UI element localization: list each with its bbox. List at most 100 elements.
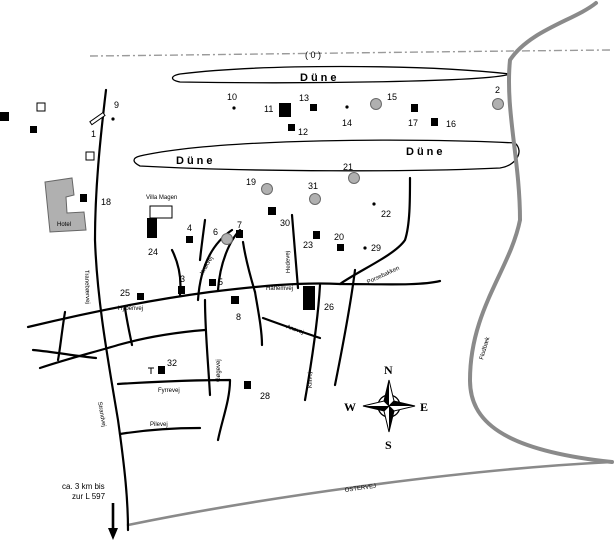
- label-klitvej: Klitvej: [307, 372, 314, 388]
- border-marker: ( 0 ): [305, 50, 321, 60]
- gray-circle: [370, 98, 382, 110]
- number-6: 6: [213, 227, 218, 237]
- compass-rose: N S E W: [344, 363, 428, 452]
- dune-middle-left-label: Düne: [176, 155, 216, 167]
- building: [147, 218, 157, 238]
- road-east: [333, 268, 357, 387]
- number-12: 12: [298, 127, 308, 137]
- road-small-d: [198, 218, 207, 262]
- open-square-2: [85, 151, 95, 161]
- buildings: [0, 103, 438, 389]
- dot: [111, 117, 115, 121]
- building: [0, 112, 9, 121]
- road-small-b: [241, 240, 257, 294]
- compass-east-fill: [389, 401, 415, 406]
- label-harlemvej: Harlemvej: [266, 286, 293, 292]
- building: [313, 231, 320, 239]
- dot: [363, 246, 367, 250]
- dune-top-label: Düne: [300, 72, 340, 84]
- label-porsebakken: Porsebakken: [366, 266, 400, 286]
- number-9: 9: [114, 100, 119, 110]
- villa-magen: [149, 205, 173, 219]
- label-gogevej: Gøgevej: [216, 359, 222, 382]
- road-southwest: [38, 328, 207, 370]
- gray-circle: [221, 233, 233, 245]
- road-hybenvej: [26, 279, 442, 329]
- road-fyrrevej: [116, 378, 232, 442]
- gray-circles: [221, 98, 504, 245]
- label-fyrrevej: Fyrrevej: [158, 388, 180, 394]
- label-pilevej: Pilevej: [150, 422, 168, 428]
- dots: [111, 105, 376, 250]
- hotel-building: [44, 177, 87, 233]
- compass-south-fill: [389, 406, 394, 432]
- building: [236, 230, 243, 238]
- number-25: 25: [120, 288, 130, 298]
- building: [310, 104, 317, 111]
- building: [137, 293, 144, 300]
- dune-middle: [133, 139, 520, 172]
- number-11: 11: [264, 104, 273, 114]
- number-16: 16: [446, 119, 456, 129]
- compass-north-fill: [384, 380, 389, 406]
- number-5: 5: [218, 277, 223, 287]
- label-hedevej: Hedevej: [285, 251, 292, 273]
- gray-circle: [309, 193, 321, 205]
- road-west: [31, 348, 98, 360]
- number-22: 22: [381, 209, 391, 219]
- number-32: 32: [167, 358, 177, 368]
- number-15: 15: [387, 92, 397, 102]
- road-sw-spur2: [123, 306, 134, 347]
- arrow-down-icon: [108, 503, 118, 540]
- number-1: 1: [91, 129, 96, 139]
- dune-middle-right-label: Düne: [406, 146, 446, 158]
- dot: [232, 106, 236, 110]
- road-ostervej: [126, 460, 614, 527]
- road-south-a: [253, 290, 264, 347]
- building: [80, 194, 87, 202]
- compass-n: N: [384, 363, 393, 377]
- number-10: 10: [227, 92, 237, 102]
- building: [279, 103, 291, 117]
- building: [288, 124, 295, 131]
- border-line: [89, 49, 611, 57]
- compass-s: S: [385, 438, 392, 452]
- number-23: 23: [303, 240, 313, 250]
- building: [268, 207, 276, 215]
- dot: [345, 105, 349, 109]
- building-32-marker: [148, 367, 154, 374]
- dot: [372, 202, 376, 206]
- building: [431, 118, 438, 126]
- label-villa: Villa Magen: [146, 195, 177, 201]
- road-porsebakken: [338, 176, 412, 286]
- building: [337, 244, 344, 251]
- road-crossing: [89, 111, 106, 126]
- road-gogevej: [203, 298, 212, 397]
- label-ostervej: OSTERVEJ: [344, 484, 376, 494]
- number-8: 8: [236, 312, 241, 322]
- road-klitvej: [303, 283, 322, 402]
- label-strandvej: Strandvej: [96, 401, 106, 427]
- note-line-2: zur L 597: [72, 492, 106, 501]
- building: [303, 286, 315, 310]
- road-hedevej: [290, 213, 300, 290]
- number-4: 4: [187, 223, 192, 233]
- number-20: 20: [334, 232, 344, 242]
- gray-circle: [261, 183, 273, 195]
- gray-circle: [492, 98, 504, 110]
- dune-top: [171, 65, 511, 84]
- number-29: 29: [371, 243, 381, 253]
- open-square-1: [36, 102, 46, 112]
- label-hybenvej: Hybenvej: [118, 306, 143, 312]
- building: [231, 296, 239, 304]
- building: [30, 126, 37, 133]
- building: [158, 366, 165, 374]
- building: [411, 104, 418, 112]
- road-sw-spur: [56, 310, 67, 362]
- compass-e: E: [420, 400, 428, 414]
- number-26: 26: [324, 302, 334, 312]
- number-28: 28: [260, 391, 270, 401]
- building: [209, 279, 216, 286]
- number-24: 24: [148, 247, 158, 257]
- number-19: 19: [246, 177, 256, 187]
